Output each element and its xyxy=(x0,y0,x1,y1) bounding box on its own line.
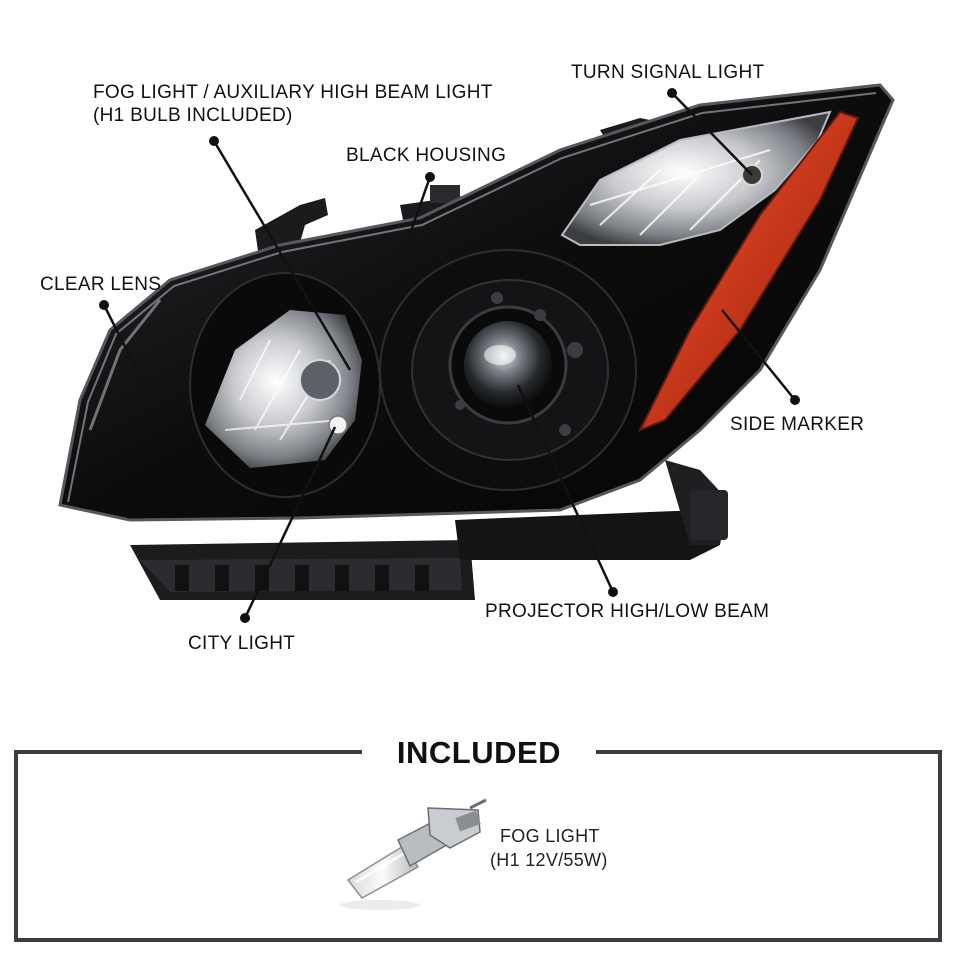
label-fog-light: FOG LIGHT / AUXILIARY HIGH BEAM LIGHT xyxy=(93,82,493,103)
side-marker-amber xyxy=(637,110,860,432)
h1-bulb-image xyxy=(340,798,487,910)
label-side-marker: SIDE MARKER xyxy=(730,414,865,435)
fog-light-assembly xyxy=(189,272,381,498)
included-title-gap xyxy=(362,740,596,764)
housing-base xyxy=(130,460,728,600)
callout-lines xyxy=(99,88,800,623)
included-frame xyxy=(14,750,942,942)
label-city-light: CITY LIGHT xyxy=(188,633,296,654)
label-projector-beam: PROJECTOR HIGH/LOW BEAM xyxy=(485,601,770,622)
label-clear-lens: CLEAR LENS xyxy=(40,274,162,295)
label-turn-signal-light: TURN SIGNAL LIGHT xyxy=(571,62,765,83)
included-bulb-line2: (H1 12V/55W) xyxy=(490,850,608,870)
included-bulb-line1: FOG LIGHT xyxy=(500,826,600,846)
clear-lens-highlight xyxy=(67,92,877,503)
projector-assembly xyxy=(379,249,637,491)
label-fog-light-bulb-note: (H1 BULB INCLUDED) xyxy=(93,105,293,126)
included-title: INCLUDED xyxy=(396,735,562,770)
label-black-housing: BLACK HOUSING xyxy=(346,145,507,166)
included-bulb-caption: FOG LIGHT (H1 12V/55W) xyxy=(490,824,608,872)
